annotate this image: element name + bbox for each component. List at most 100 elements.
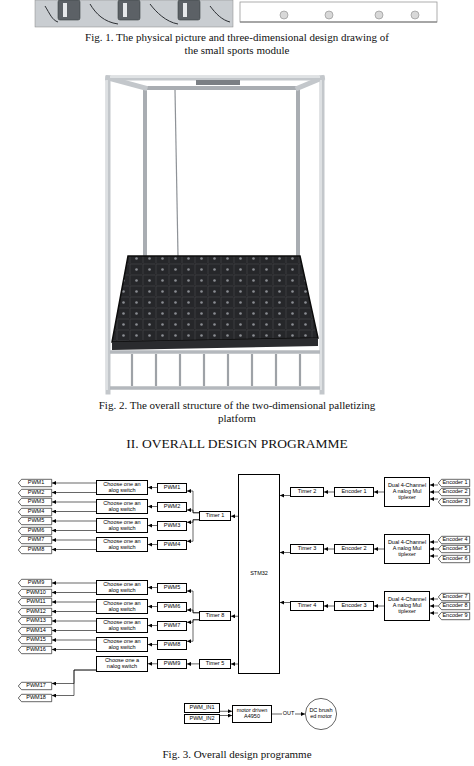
block-label: Encoder 6: [442, 556, 467, 562]
signal-arrow: [187, 491, 199, 513]
signal-arrow: [52, 583, 96, 584]
drawing-part: [240, 22, 437, 23]
drawing-part: [35, 0, 233, 27]
tag-outline: [438, 593, 469, 600]
drawing-part: [320, 78, 325, 392]
block-label: PWM16: [26, 647, 46, 653]
drawing-part: [296, 88, 300, 258]
block-label: PWM4: [28, 509, 45, 515]
drawing-part: [240, 2, 437, 22]
signal-arrow: [52, 611, 96, 612]
block-label: Dual 4-Channel A nalog Mul tiplexer: [387, 597, 427, 614]
block-box: Choose one a nalog switch: [96, 656, 148, 672]
signal-tag: PWM2: [18, 489, 52, 497]
tag-outline: [18, 589, 51, 596]
drawing-part: [179, 354, 181, 386]
block-label: Encoder 1: [341, 489, 366, 495]
block-label: Timer 5: [206, 661, 224, 667]
tag-outline: [18, 489, 51, 496]
tag-outline: [18, 536, 51, 543]
drawing-part: [325, 11, 333, 19]
tag-outline: [18, 498, 51, 505]
drawing-part: [45, 6, 58, 22]
block-label: Choose one a nalog switch: [99, 658, 145, 670]
block-box: Choose one an alog switch: [96, 599, 148, 615]
signal-tag: PWM12: [18, 608, 52, 616]
signal-arrow: [324, 492, 334, 493]
signal-arrow: [231, 516, 238, 517]
signal-arrow: [187, 663, 199, 664]
signal-arrow: [374, 606, 384, 607]
block-label: Encoder 2: [341, 546, 366, 552]
tag-outline: [18, 646, 51, 653]
signal-tag: Encoder 2: [438, 488, 470, 496]
signal-arrow: [231, 664, 238, 665]
signal-arrow: [324, 549, 334, 550]
block-label: Encoder 3: [341, 603, 366, 609]
drawing-part: [110, 352, 320, 388]
signal-arrow: [52, 511, 96, 512]
block-label: Timer 2: [298, 489, 316, 495]
block-label: Dual 4-Channel A nalog Mul tiplexer: [387, 540, 427, 557]
drawing-part: [203, 354, 205, 386]
block-box: motor driven A4950: [232, 705, 272, 723]
signal-arrow: [430, 492, 438, 493]
tag-outline: [18, 617, 51, 624]
signal-arrow: [52, 549, 96, 550]
signal-tag: PWM8: [18, 546, 52, 554]
drawing-part: [110, 76, 320, 77]
block-box: PWM6: [157, 602, 187, 612]
block-label: PWM14: [26, 628, 46, 634]
drawing-part: [108, 78, 145, 88]
block-label: Encoder 3: [442, 499, 467, 505]
block-box: Dual 4-Channel A nalog Mul tiplexer: [384, 477, 430, 507]
tag-outline: [18, 479, 51, 486]
signal-arrow: [220, 711, 232, 712]
drawing-part: [145, 88, 298, 258]
signal-arrow: [187, 620, 199, 642]
block-label: Choose one an alog switch: [99, 520, 145, 532]
tag-outline: [18, 508, 51, 515]
tag-outline: [438, 536, 469, 543]
edge-label: OUT: [282, 711, 296, 717]
block-label: PWM2: [164, 504, 181, 510]
signal-tag: PWM18: [18, 694, 52, 702]
block-label: Choose one an alog switch: [99, 601, 145, 613]
tag-outline: [18, 598, 51, 605]
block-box: PWM3: [157, 521, 187, 531]
signal-arrow: [52, 670, 96, 695]
signal-arrow: [52, 521, 96, 522]
tag-outline: [18, 694, 51, 701]
drawing-part: [118, 0, 140, 20]
tag-outline: [18, 682, 51, 689]
drawing-part: [132, 354, 300, 386]
block-label: PWM_IN2: [189, 716, 214, 722]
signal-tag: Encoder 1: [438, 479, 470, 487]
tag-outline: [438, 555, 469, 562]
drawing-part: [375, 11, 383, 19]
block-label: STM32: [250, 571, 268, 577]
block-box: PWM7: [157, 621, 187, 631]
drawing-part: [175, 90, 178, 256]
tag-outline: [18, 517, 51, 524]
signal-tag: Encoder 6: [438, 555, 470, 563]
block-box: Encoder 3: [334, 601, 374, 611]
signal-arrow: [52, 592, 96, 593]
block-label: Choose one an alog switch: [99, 620, 145, 632]
module-3d-drawing: [237, 0, 440, 27]
block-box: Choose one an alog switch: [96, 499, 148, 515]
block-box: Encoder 2: [334, 544, 374, 554]
signal-arrow: [430, 599, 438, 600]
block-label: PWM7: [164, 623, 181, 629]
signal-tag: PWM1: [18, 479, 52, 487]
signal-tag: PWM15: [18, 636, 52, 644]
signal-arrow: [148, 506, 157, 507]
drawing-part: [131, 354, 133, 386]
tag-outline: [438, 498, 469, 505]
block-label: PWM9: [28, 580, 45, 586]
signal-tag: Encoder 4: [438, 536, 470, 544]
block-label: PWM12: [26, 609, 46, 615]
signal-tag: Encoder 8: [438, 602, 470, 610]
signal-arrow: [148, 663, 157, 664]
